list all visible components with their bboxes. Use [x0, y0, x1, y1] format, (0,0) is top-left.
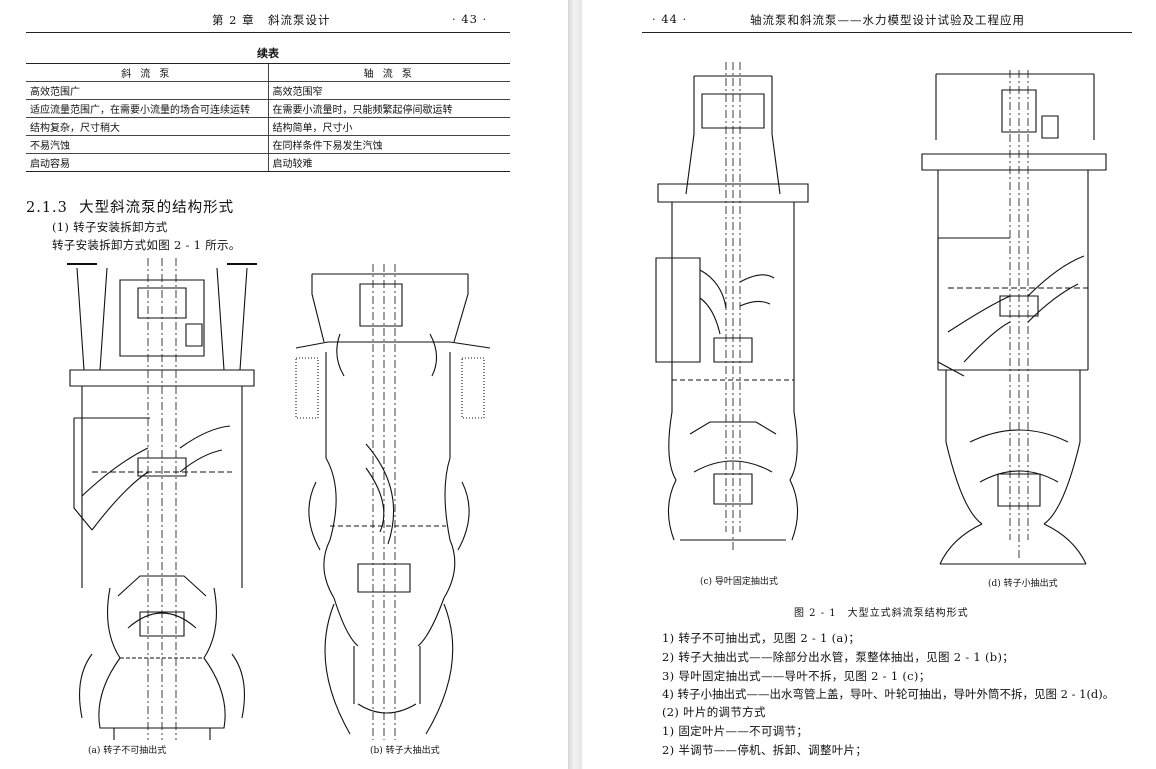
text-line: 4) 转子小抽出式——出水弯管上盖，导叶、叶轮可抽出，导叶外筒不拆，见图 2 -…: [662, 687, 1115, 701]
column-header-axial-flow: 轴 流 泵: [267, 63, 510, 82]
table-row: 不易汽蚀 在同样条件下易发生汽蚀: [26, 135, 510, 154]
table-row: 启动容易 启动较难: [26, 153, 510, 172]
text-line: 2) 转子大抽出式——除部分出水管，泵整体抽出，见图 2 - 1 (b)；: [662, 650, 1015, 664]
text-line: 3) 导叶固定抽出式——导叶不拆，见图 2 - 1 (c)；: [662, 669, 931, 683]
subheading-blade-adjustment: (2) 叶片的调节方式: [662, 705, 766, 719]
right-header-rule: [642, 32, 1132, 33]
section-heading: 2.1.3 大型斜流泵的结构形式: [26, 196, 234, 217]
table-cell: 在同样条件下易发生汽蚀: [267, 135, 510, 154]
text-line: 1) 转子不可抽出式，见图 2 - 1 (a)；: [662, 631, 861, 645]
table-cell: 适应流量范围广，在需要小流量的场合可连续运转: [26, 99, 268, 118]
table-cell: 启动容易: [26, 153, 268, 172]
table-header-row: 斜 流 泵 轴 流 泵: [26, 63, 510, 82]
left-header-title: 斜流泵设计: [268, 13, 331, 27]
book-gutter: [568, 0, 582, 769]
figure-d-caption: (d) 转子小抽出式: [988, 579, 1058, 589]
comparison-table: 斜 流 泵 轴 流 泵 高效范围广 高效范围窄 适应流量范围广，在需要小流量的场…: [26, 63, 510, 172]
figure-c-drawing: [654, 62, 812, 568]
table-cell: 高效范围窄: [267, 81, 510, 100]
text-line: 1) 固定叶片——不可调节；: [662, 724, 809, 738]
table-cell: 高效范围广: [26, 81, 268, 100]
figure-b-caption: (b) 转子大抽出式: [370, 746, 440, 756]
table-cell: 在需要小流量时，只能频繁起停间歇运转: [267, 99, 510, 118]
figure-a-drawing: [62, 258, 262, 740]
table-cell: 启动较难: [267, 153, 510, 172]
right-page: · 44 · 轴流泵和斜流泵——水力模型设计试验及工程应用 (c) 导叶固定抽出…: [582, 0, 1156, 769]
table-row: 适应流量范围广，在需要小流量的场合可连续运转 在需要小流量时，只能频繁起停间歇运…: [26, 99, 510, 118]
section-number: 2.1.3: [26, 200, 68, 216]
text-line: 2) 半调节——停机、拆卸、调整叶片；: [662, 743, 868, 757]
figure-b-drawing: [290, 264, 502, 740]
right-header-title: 轴流泵和斜流泵——水力模型设计试验及工程应用: [750, 13, 1025, 27]
left-header-rule: [26, 32, 510, 33]
left-header-chapter: 第 2 章: [212, 13, 255, 27]
right-page-number: · 44 ·: [652, 12, 688, 26]
table-cell: 不易汽蚀: [26, 135, 268, 154]
intro-paragraph: 转子安装拆卸方式如图 2 - 1 所示。: [52, 238, 241, 252]
column-header-mixed-flow: 斜 流 泵: [26, 63, 268, 82]
table-title: 续表: [257, 47, 279, 60]
subheading-rotor-installation: (1) 转子安装拆卸方式: [52, 220, 168, 234]
table-cell: 结构复杂，尺寸稍大: [26, 117, 268, 136]
left-page-number: · 43 ·: [452, 12, 488, 26]
figure-c-caption: (c) 导叶固定抽出式: [700, 577, 778, 587]
figure-title: 图 2 - 1 大型立式斜流泵结构形式: [794, 608, 969, 619]
figure-a-caption: (a) 转子不可抽出式: [88, 746, 167, 756]
table-row: 结构复杂，尺寸稍大 结构简单，尺寸小: [26, 117, 510, 136]
left-page: 第 2 章 斜流泵设计 · 43 · 续表 斜 流 泵 轴 流 泵 高效范围广 …: [0, 0, 568, 769]
table-cell: 结构简单，尺寸小: [267, 117, 510, 136]
table-row: 高效范围广 高效范围窄: [26, 81, 510, 100]
figure-d-drawing: [918, 70, 1108, 570]
section-title: 大型斜流泵的结构形式: [79, 200, 235, 216]
